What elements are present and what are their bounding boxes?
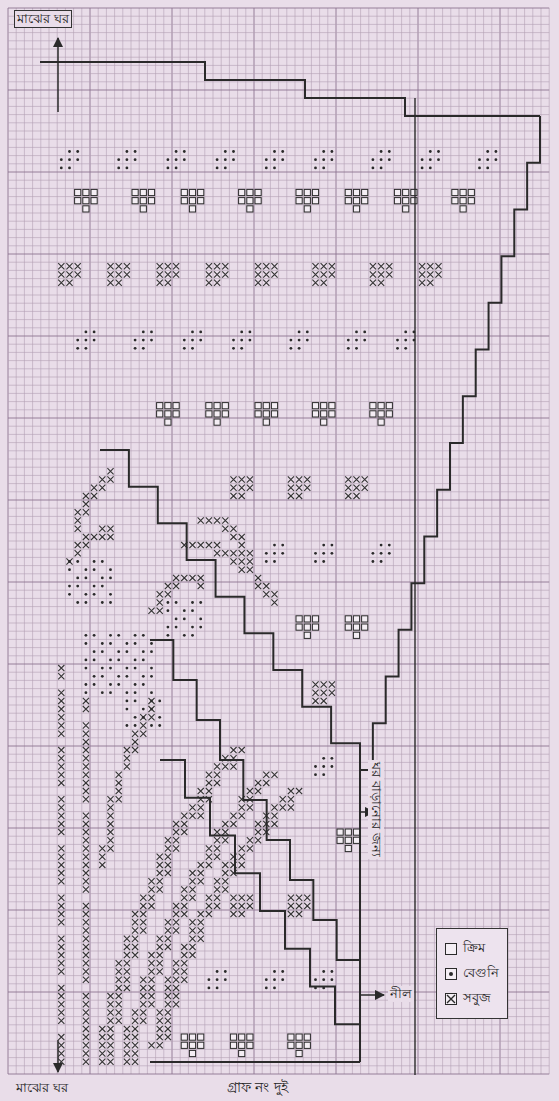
legend-row: ক্রিম [445,938,499,959]
legend-swatch [445,943,457,955]
graph-caption: গ্রাফ নং দুই [225,1079,290,1096]
direction-label: মাঝের ঘর [14,10,72,28]
grid [8,8,549,1074]
vertical-note: ঘর বাড়ানোর জন্য [368,760,384,859]
color-note: নীল [388,986,414,1002]
legend-swatch [445,968,457,980]
legend-row: সবুজ [445,988,499,1009]
legend-swatch [445,993,457,1005]
legend-text: সবুজ [463,988,491,1009]
legend-box: ক্রিম বেগুনি সবুজ [436,928,508,1019]
outline-lines [40,38,540,1075]
stitch-symbols [58,150,497,1065]
legend-text: ক্রিম [463,938,485,959]
legend-row: বেগুনি [445,963,499,984]
legend-text: বেগুনি [463,963,499,984]
direction-label: মাঝের ঘর [14,1080,70,1096]
